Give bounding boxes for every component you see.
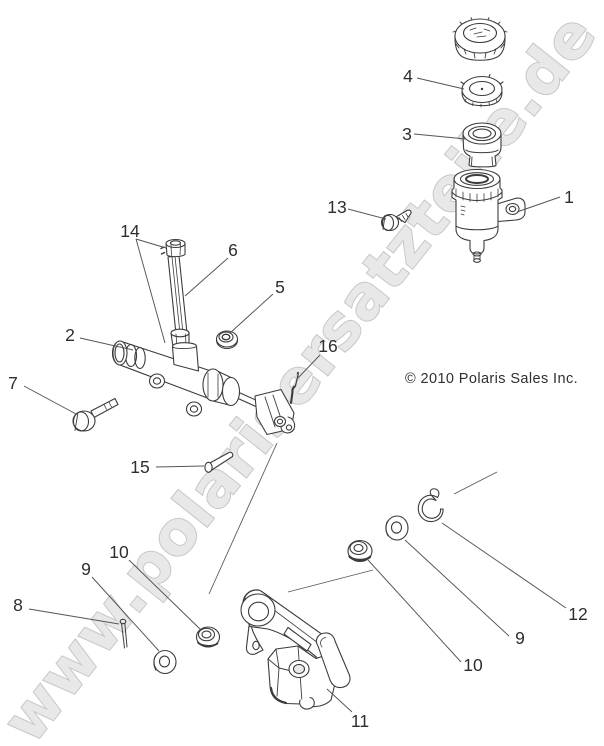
reservoir-diaphragm-part	[462, 122, 502, 168]
leader-line-2	[79, 337, 134, 351]
leader-line-9	[91, 576, 160, 652]
bushing-part	[195, 626, 221, 648]
callout-label-6: 6	[228, 240, 238, 260]
callout-label-1: 1	[564, 187, 574, 207]
leader-line-4	[416, 77, 465, 90]
spring-clip-part	[417, 488, 444, 523]
leader-line-16	[297, 354, 321, 379]
leader-line-14	[135, 238, 167, 249]
mounting-ear-part	[148, 373, 166, 389]
clevis-part	[254, 388, 296, 436]
callout-label-14: 14	[120, 221, 140, 241]
assembly-line	[208, 442, 278, 595]
callout-label-2: 2	[65, 325, 75, 345]
reservoir-bolt-part	[380, 209, 412, 232]
callout-label-13: 13	[327, 197, 346, 217]
caliper-pin-part	[315, 632, 351, 689]
reservoir-part	[451, 168, 526, 263]
master-cylinder-part	[111, 340, 296, 436]
leader-line-10	[367, 559, 462, 663]
leader-line-15	[155, 465, 205, 468]
leader-line-8	[28, 608, 120, 625]
assembly-lines-layer	[208, 442, 498, 595]
hex-bolt-part	[72, 397, 119, 432]
leader-line-9	[404, 539, 510, 637]
callout-label-11: 11	[351, 711, 369, 731]
leader-line-11	[326, 688, 353, 713]
callout-label-15: 15	[130, 457, 149, 477]
reservoir-cap-part	[452, 17, 508, 61]
tube-top-fitting-part	[160, 238, 186, 258]
callout-label-4: 4	[403, 66, 413, 86]
leader-line-12	[441, 522, 567, 609]
copyright-text: © 2010 Polaris Sales Inc.	[405, 371, 578, 387]
grommet-part	[215, 330, 239, 350]
callout-label-9: 9	[81, 559, 91, 579]
cotter-pin-part	[119, 618, 128, 649]
callout-label-12: 12	[568, 604, 587, 624]
leader-line-13	[347, 208, 387, 220]
callout-label-8: 8	[13, 595, 23, 615]
leader-line-6	[184, 257, 229, 297]
brake-caliper-part	[240, 589, 351, 710]
callout-label-10: 10	[109, 542, 129, 562]
clevis-pin-part	[204, 451, 234, 473]
mounting-ear-part	[185, 401, 203, 417]
leader-line-14	[135, 238, 166, 344]
assembly-line	[287, 569, 374, 593]
leader-line-7	[23, 385, 77, 415]
callout-label-16: 16	[318, 336, 337, 356]
assembly-line	[453, 471, 498, 495]
leader-line-10	[128, 559, 201, 630]
leader-line-1	[516, 196, 561, 213]
callout-label-10: 10	[463, 655, 483, 675]
callout-label-3: 3	[402, 124, 412, 144]
bushing-part	[347, 539, 373, 563]
callout-label-5: 5	[275, 277, 285, 297]
callout-label-7: 7	[8, 373, 18, 393]
brake-line-tube-part	[160, 238, 190, 350]
callout-label-9: 9	[515, 628, 525, 648]
washer-part	[153, 649, 177, 675]
leader-line-3	[413, 133, 467, 140]
washer-part	[385, 515, 409, 541]
clevis-cotter-pin-part	[289, 371, 300, 405]
leader-line-5	[229, 293, 274, 334]
diaphragm-plate-part	[460, 73, 504, 108]
